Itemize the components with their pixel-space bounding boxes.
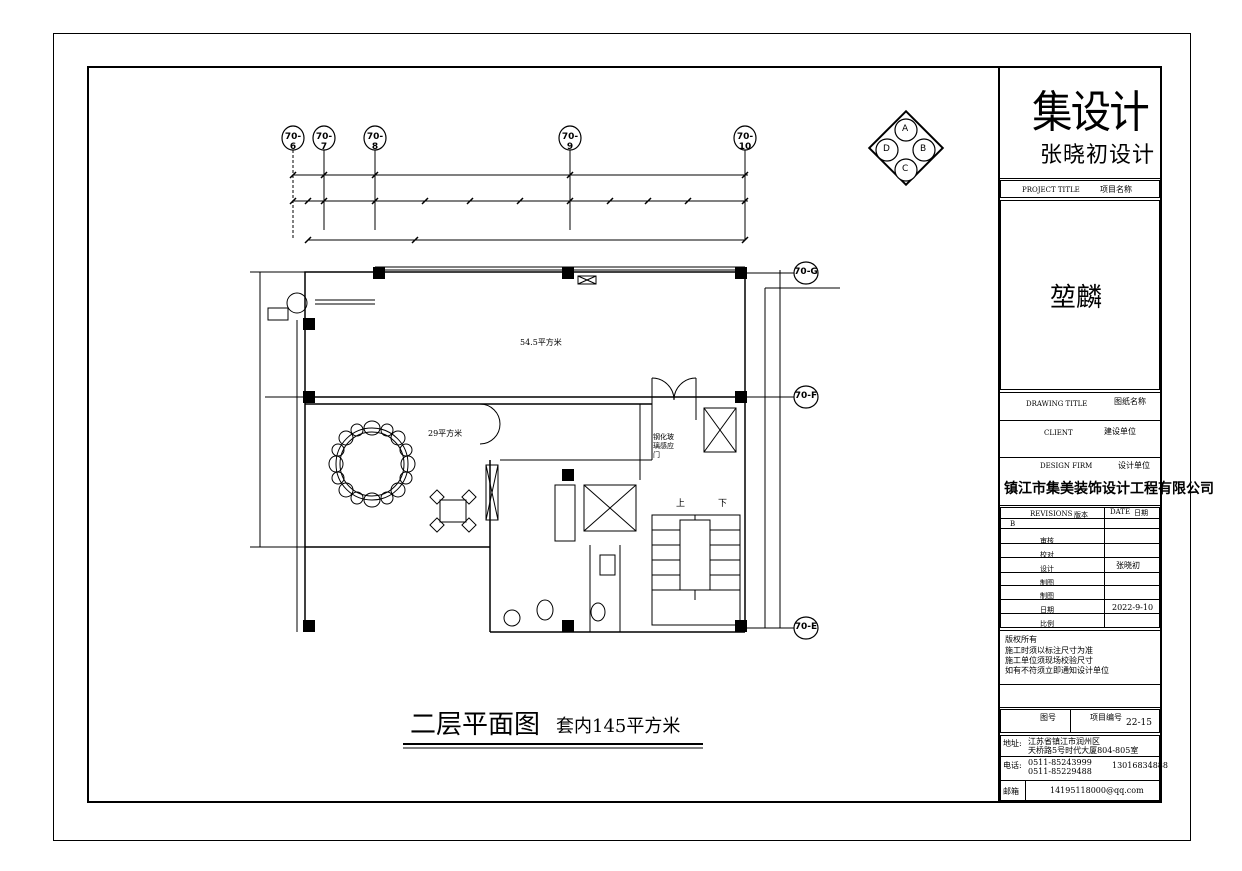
axis-label-top: 70-6 — [284, 132, 302, 152]
rev-row-value: 2022-9-10 — [1112, 603, 1154, 612]
drawing-no-label: 图号 — [1040, 713, 1056, 722]
revisions-en: REVISIONS — [1030, 510, 1073, 518]
revision-letter: B — [1010, 520, 1016, 528]
plan-title: 二层平面图 — [410, 710, 541, 740]
rev-row-label: 校对 — [1040, 551, 1054, 559]
stair-up-label: 上 — [676, 499, 686, 509]
client-en: CLIENT — [1044, 429, 1073, 437]
project-title-cn: 项目名称 — [1100, 185, 1132, 194]
rev-row-label: 比例 — [1040, 620, 1054, 628]
email-address: 14195118000@qq.com — [1050, 786, 1144, 795]
plan-subtitle: 套内145平方米 — [556, 716, 681, 737]
compass-letter: B — [920, 144, 927, 154]
client-cn: 建设单位 — [1104, 427, 1136, 436]
design-firm-en: DESIGN FIRM — [1040, 462, 1093, 470]
project-no-label: 项目编号 — [1090, 713, 1122, 722]
axis-label-top: 70-9 — [561, 132, 579, 152]
address-label: 地址: — [1003, 739, 1022, 748]
design-firm-name: 镇江市集美装饰设计工程有限公司 — [1004, 481, 1214, 497]
revisions-cn: 版本 — [1074, 511, 1088, 519]
rev-row-label: 制图 — [1040, 579, 1054, 587]
rev-row-label: 日期 — [1040, 606, 1054, 614]
rev-row-label: 审核 — [1040, 537, 1054, 545]
phone-number: 0511-85229488 — [1028, 767, 1092, 776]
axis-label-right: 70-F — [794, 391, 818, 401]
drawing-title-en: DRAWING TITLE — [1026, 400, 1088, 408]
drawing-title-cn: 图纸名称 — [1114, 397, 1146, 406]
mobile-number: 13016834888 — [1112, 761, 1168, 770]
axis-label-right: 70-G — [794, 267, 818, 277]
door-note: 门 — [653, 451, 660, 459]
note-line: 施工单位须现场校验尺寸 — [1005, 656, 1093, 665]
axis-label-top: 70-7 — [315, 132, 333, 152]
axis-label-top: 70-8 — [366, 132, 384, 152]
firm-logo: 集设计 — [1032, 87, 1150, 138]
date-en: DATE — [1110, 508, 1131, 516]
rev-row-label: 制图 — [1040, 592, 1054, 600]
address-line: 天桥路5号时代大厦804-805室 — [1028, 746, 1139, 755]
title-block — [998, 66, 1162, 803]
compass-letter: C — [902, 164, 909, 174]
note-line: 如有不符须立即通知设计单位 — [1005, 666, 1109, 675]
project-name: 堃麟 — [1050, 283, 1103, 313]
outer-border — [53, 33, 1191, 841]
rev-row-value: 张晓初 — [1116, 561, 1140, 570]
room-area-label: 54.5平方米 — [520, 338, 562, 347]
project-title-en: PROJECT TITLE — [1022, 186, 1080, 194]
note-line: 施工时须以标注尺寸为准 — [1005, 646, 1093, 655]
date-cn: 日期 — [1134, 509, 1148, 517]
drawing-frame — [87, 66, 1162, 803]
phone-label: 电话: — [1003, 761, 1022, 770]
compass-letter: D — [883, 144, 890, 154]
firm-logo-name: 张晓初设计 — [1040, 143, 1156, 168]
door-note: 钢化玻 — [653, 433, 674, 441]
project-no: 22-15 — [1126, 718, 1152, 728]
email-label: 邮箱 — [1003, 787, 1019, 796]
door-note: 璃感应 — [653, 442, 674, 450]
note-line: 版权所有 — [1005, 635, 1037, 644]
compass-letter: A — [902, 124, 909, 134]
design-firm-cn: 设计单位 — [1118, 461, 1150, 470]
axis-label-top: 70-10 — [736, 132, 754, 152]
address-line: 江苏省镇江市润州区 — [1028, 737, 1100, 746]
rev-row-label: 设计 — [1040, 565, 1054, 573]
room-area-label: 29平方米 — [428, 429, 463, 438]
stair-down-label: 下 — [718, 499, 728, 509]
phone-number: 0511-85243999 — [1028, 758, 1092, 767]
axis-label-right: 70-E — [794, 622, 818, 632]
